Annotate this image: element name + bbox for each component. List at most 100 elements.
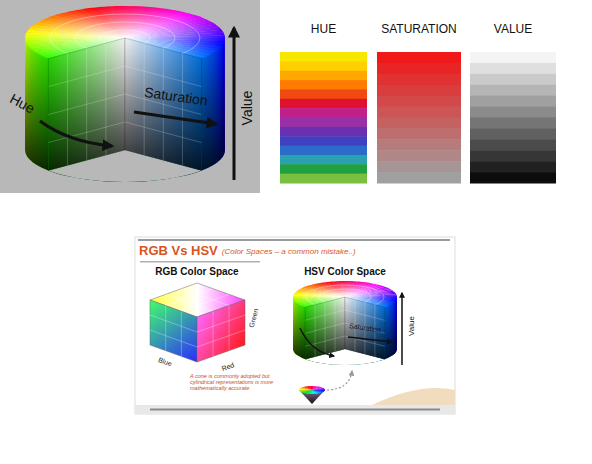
hue-wedge [306, 386, 313, 390]
slide-background [135, 237, 455, 414]
slide-title: RGB Vs HSV [139, 244, 218, 258]
grid-line [305, 323, 345, 333]
hue-wedge [312, 390, 319, 394]
grid-line [182, 53, 183, 165]
hue-wedge [309, 386, 313, 390]
grid-line [150, 330, 197, 347]
arrow-line [134, 112, 216, 124]
color-band [280, 71, 367, 81]
cut-face-shade [48, 38, 125, 171]
color-band [280, 108, 367, 118]
arrow-line [401, 293, 403, 365]
color-band [377, 118, 461, 129]
grid-line [165, 306, 166, 351]
color-band [470, 172, 556, 183]
cut-face-shade [305, 297, 345, 359]
grid-line [67, 53, 68, 165]
arrow-line [300, 328, 334, 356]
color-band [280, 118, 367, 128]
color-band [377, 150, 461, 161]
color-band [377, 63, 461, 74]
cylinder-shade [293, 297, 397, 365]
color-band [280, 89, 367, 99]
color-band [377, 161, 461, 172]
hsv-cylinder [25, 6, 225, 182]
color-band [470, 128, 556, 139]
hsv-cylinder [293, 281, 397, 365]
color-band [470, 107, 556, 118]
panel-heading: RGB Color Space [155, 266, 238, 277]
footer-band [135, 405, 455, 414]
cut-face-shade [345, 297, 385, 359]
panel-background [0, 0, 260, 193]
cut-face [48, 38, 125, 171]
hue-wedge [312, 390, 321, 393]
cone-body [299, 390, 325, 404]
grid-line [48, 94, 125, 115]
color-band [280, 61, 367, 71]
hue-wedge [312, 389, 325, 390]
cylinder-shade [25, 38, 225, 182]
grid-line [125, 122, 202, 143]
tiny-text-bar [150, 409, 440, 411]
strip-heading: SATURATION [377, 22, 461, 36]
hue-wedge [299, 390, 312, 391]
hue-wedge [299, 390, 312, 392]
color-band [470, 74, 556, 85]
grid-line [197, 330, 245, 347]
color-band [470, 139, 556, 150]
color-band [377, 74, 461, 85]
cylinder-side [25, 38, 225, 182]
color-band [470, 161, 556, 172]
color-strip: HUE [280, 22, 367, 183]
note-text: A cone is commonly adopted but cylindric… [190, 373, 290, 391]
color-band [470, 150, 556, 161]
cut-face [305, 297, 345, 359]
cube-face [150, 300, 197, 362]
arrow-line [348, 337, 392, 342]
grid-line [150, 315, 197, 332]
hue-wedge [303, 387, 312, 390]
axis-label: Value [408, 316, 417, 336]
color-band [280, 146, 367, 156]
color-band [377, 139, 461, 150]
color-band [377, 96, 461, 107]
color-strip: SATURATION [377, 22, 461, 183]
color-band [280, 174, 367, 184]
wave-decoration [372, 388, 455, 405]
rgb-cube [150, 283, 245, 362]
color-band [470, 118, 556, 129]
cylinder-side [293, 297, 397, 365]
slide-subtitle: (Color Spaces – a common mistake..) [222, 248, 356, 257]
color-band [470, 63, 556, 74]
grid-line [213, 311, 214, 356]
arrow-line [40, 121, 112, 146]
color-band [280, 127, 367, 137]
color-band [377, 85, 461, 96]
color-band [280, 136, 367, 146]
color-band [470, 96, 556, 107]
arrow-line [233, 28, 236, 180]
color-band [377, 52, 461, 63]
hue-wedge [312, 388, 325, 390]
color-band [280, 164, 367, 174]
color-band [280, 99, 367, 109]
color-band [377, 128, 461, 139]
tiny-text-bar [140, 261, 260, 263]
strip-heading: HUE [280, 22, 367, 36]
color-band [280, 155, 367, 165]
color-band [280, 52, 367, 62]
tiny-text-bar [138, 239, 450, 241]
color-band [377, 107, 461, 118]
color-strip: VALUE [470, 22, 556, 183]
color-band [470, 85, 556, 96]
color-band [280, 80, 367, 90]
strip-heading: VALUE [470, 22, 556, 36]
grid-line [197, 315, 245, 332]
panel-heading: HSV Color Space [304, 266, 386, 277]
arrow-line [327, 371, 352, 390]
grid-line [181, 311, 182, 356]
